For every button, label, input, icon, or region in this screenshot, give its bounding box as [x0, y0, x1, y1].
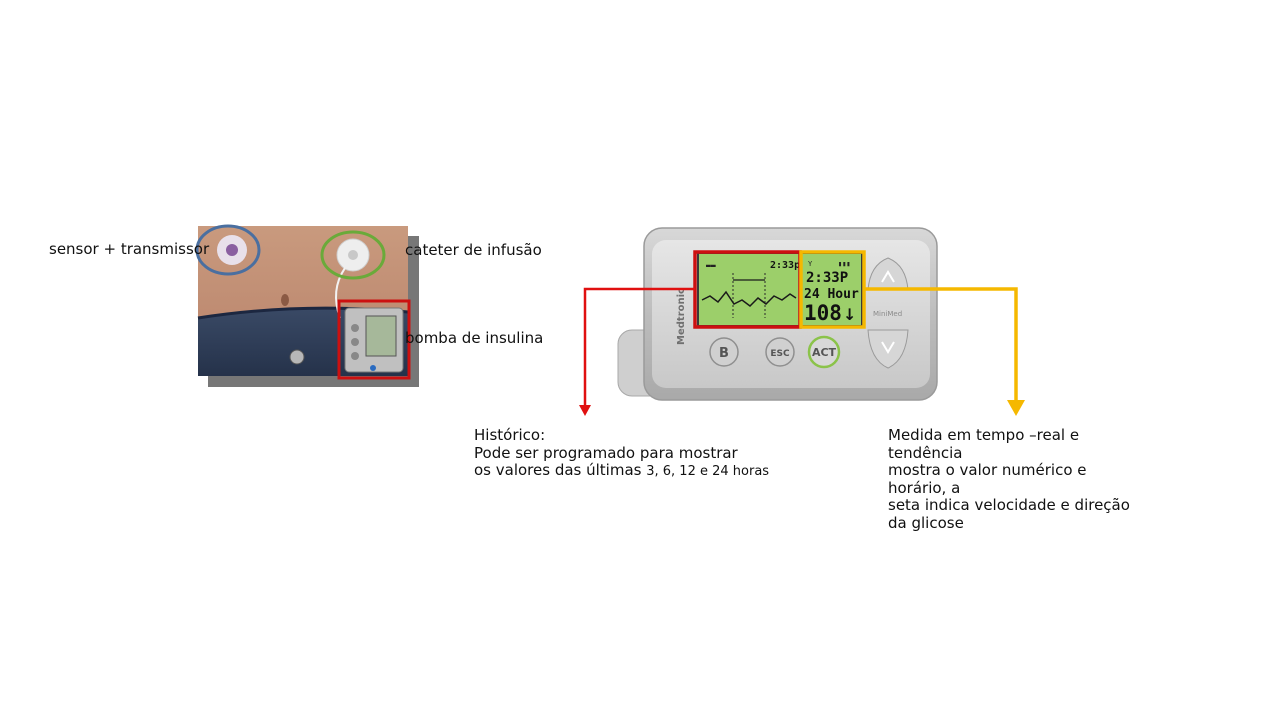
history-line-2: os valores das últimas 3, 6, 12 e 24 hor… [474, 461, 770, 481]
act-button-label: ACT [812, 346, 837, 359]
realtime-line-1: Medida em tempo –real e [888, 426, 1080, 444]
navel [281, 294, 289, 306]
up-arrow-icon [881, 270, 895, 283]
lcd-glucose-value: 108 [804, 301, 842, 325]
realtime-annotation: Medida em tempo –real e tendência mostra… [888, 426, 1130, 532]
history-line-2-main: os valores das últimas [474, 461, 647, 479]
sensor-label: sensor + transmissor [49, 240, 210, 258]
body-photo [197, 226, 419, 387]
glucose-history-line [701, 290, 797, 307]
bolus-button-label: B [719, 346, 729, 361]
catheter-circle [320, 230, 386, 280]
realtime-arrow-head [1007, 400, 1025, 416]
insulin-pump: Medtronic ▬▬ 2:33p ▮▮▮ Y 2:33P 24 Hour 1… [617, 227, 938, 401]
history-line-2-hours: 3, 6, 12 e 24 horas [646, 464, 770, 479]
bolus-button[interactable]: B [709, 337, 739, 367]
history-line-1: Pode ser programado para mostrar [474, 443, 738, 462]
down-button[interactable] [867, 329, 909, 369]
realtime-connector-line [864, 287, 1018, 403]
lcd-battery-left: ▬▬ [706, 261, 716, 270]
history-arrow-head [579, 405, 591, 416]
history-connector-line [583, 287, 695, 408]
realtime-line-6: da glicose [888, 513, 964, 532]
lcd-graph-area [701, 273, 797, 323]
jeans-button [289, 349, 305, 365]
realtime-line-5: seta indica velocidade e direção [888, 496, 1130, 514]
sensor-circle [195, 224, 261, 276]
brand-text: Medtronic [676, 288, 687, 345]
realtime-line-3: mostra o valor numérico e [888, 461, 1087, 479]
history-title: Histórico: [474, 426, 546, 444]
catheter-label: cateter de infusão [405, 241, 542, 259]
down-arrow-icon [881, 341, 895, 354]
realtime-line-4: horário, a [888, 478, 961, 497]
history-annotation: Histórico: Pode ser programado para most… [474, 426, 770, 481]
lcd-time: 2:33P [806, 270, 848, 286]
lcd-time-small: 2:33p [770, 260, 800, 271]
esc-button[interactable]: ESC [765, 337, 795, 367]
esc-button-label: ESC [770, 349, 790, 359]
model-mark: MiniMed [873, 310, 902, 318]
pump-label: bomba de insulina [405, 329, 544, 347]
lcd-period: 24 Hour [804, 287, 859, 302]
realtime-line-2: tendência [888, 443, 963, 462]
lcd-signal-icon: Y [808, 260, 813, 268]
lcd-battery-right: ▮▮▮ [838, 260, 851, 268]
act-button[interactable]: ACT [807, 335, 841, 369]
lcd-trend-arrow: ↓ [843, 305, 856, 324]
pump-box [337, 299, 411, 380]
